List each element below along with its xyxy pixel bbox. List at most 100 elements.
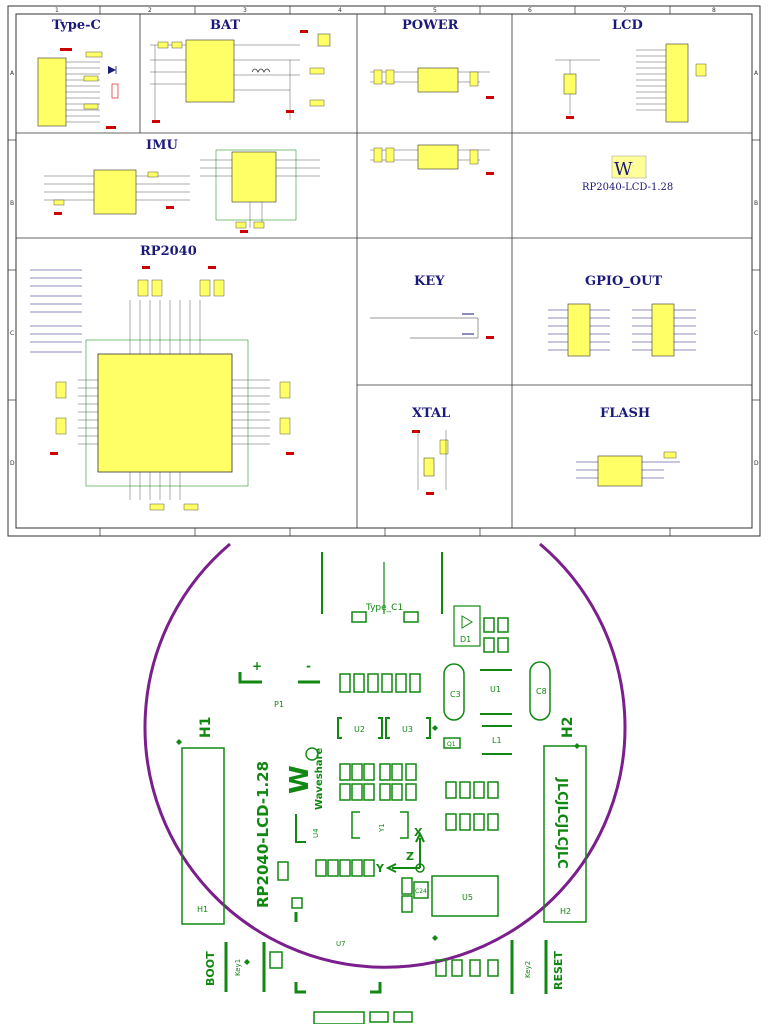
waveshare-logo-icon: W [285,747,319,794]
capacitor-row-top [339,673,421,693]
capacitor-row-bottom [435,959,499,977]
h1-top-label: H1 [198,717,214,738]
small-pad [291,897,303,909]
block-title-gpio-out: GPIO_OUT [585,274,662,289]
c3-capacitor: C3 [443,663,465,721]
c8-label: C8 [536,687,547,696]
battery-minus: - [306,659,311,673]
col-label: 7 [623,7,627,14]
row-label: D [10,460,15,467]
axis-y-label: Y [375,862,385,875]
d1-diode: D1 [453,605,509,653]
col-label: 3 [243,7,247,14]
row-label: D [754,460,759,467]
c23-capacitor [277,861,289,881]
battery-connector[interactable]: + - P1 [238,659,320,709]
u7-label: U7 [336,940,346,948]
boot-button[interactable]: BOOT Key1 [204,942,283,992]
col-label: 6 [528,7,532,14]
l1-inductor: L1 [482,725,512,755]
battery-ref: P1 [274,700,284,709]
bat-circuit [150,30,331,123]
col-label: 8 [712,7,716,14]
u5-label: U5 [462,893,473,902]
block-title-key: KEY [414,274,445,289]
y1-crystal: Y1 [351,811,409,839]
header-h1[interactable]: H1 H1 [181,717,225,925]
col-label: 1 [55,7,59,14]
typec-circuit [37,48,119,129]
block-title-rp2040: RP2040 [140,244,197,259]
schematic-sheet: 1 2 3 4 5 6 7 8 A B C D A B C D Type- [7,5,761,537]
block-dividers [16,14,752,528]
axis-z-label: Z [406,850,414,863]
col-label: 5 [433,7,437,14]
flash-circuit [576,451,680,487]
c3-label: C3 [450,690,461,699]
type-c-connector[interactable]: Type_C1 [321,552,443,623]
u4-chip: U4 [295,814,320,843]
imu-circuit [44,149,320,233]
u1-chip: U1 [480,669,512,715]
type-c-label: Type_C1 [365,603,403,613]
power-circuit [370,67,494,175]
row-label: B [10,200,14,207]
block-title-flash: FLASH [600,406,650,421]
key-circuit [370,313,494,339]
schematic-svg: 1 2 3 4 5 6 7 8 A B C D A B C D Type- [7,5,761,537]
h1-bottom-label: H1 [197,905,208,914]
fiducials [176,725,580,965]
sheet-inner-frame [15,13,753,529]
u2-chip: U2 [337,717,383,739]
svg-text:W: W [285,765,315,794]
block-title-typec: Type-C [52,18,101,33]
waveshare-logo-box [611,155,647,179]
board-outline [143,542,627,969]
capacitor-cluster-middle [339,763,499,831]
d1-label: D1 [460,635,471,644]
boot-label: BOOT [204,951,217,986]
h2-bottom-label: H2 [560,907,571,916]
l1-label: L1 [492,736,502,745]
u3-chip: U3 [385,717,431,739]
col-label: 2 [148,7,152,14]
lcd-circuit [555,43,707,123]
col-label: 4 [338,7,342,14]
header-h2[interactable]: H2 H2 JLCJLCJLCJLC [543,717,587,923]
row-label: A [10,70,15,77]
reset-button[interactable]: RESET Key2 [510,940,565,994]
block-title-xtal: XTAL [412,406,450,421]
u4-label: U4 [312,828,320,838]
key2-label: Key2 [524,961,532,978]
axis-x-label: X [414,826,423,839]
schematic-board-name: RP2040-LCD-1.28 [582,182,673,193]
rp2040-circuit [30,266,294,511]
key1-label: Key1 [234,959,242,976]
waveshare-logo: W [614,159,633,180]
block-title-lcd: LCD [612,18,643,33]
imu-axis-indicator: X Y Z [375,826,425,875]
bottom-parts [313,1011,413,1024]
capacitor-cluster-imu [315,859,413,913]
pcb-view: Type_C1 D1 + - P1 C3 [0,542,768,1024]
u3-label: U3 [402,725,413,734]
pcb-board-name: RP2040-LCD-1.28 [254,761,272,908]
pcb-svg: Type_C1 D1 + - P1 C3 [143,542,627,1024]
gpio-out-circuit [548,303,696,357]
sheet-frame [7,5,761,537]
battery-plus: + [252,659,262,673]
h2-top-label: H2 [560,717,576,738]
u1-label: U1 [490,685,501,694]
pcb-brand: Waveshare [314,748,325,810]
c24-capacitor: C24 [413,881,429,899]
jlc-text: JLCJLCJLCJLC [554,777,569,869]
reset-label: RESET [552,951,565,990]
block-title-bat: BAT [210,18,240,33]
row-label: B [754,200,758,207]
block-title-imu: IMU [146,138,178,153]
q1-label: Q1 [447,741,456,748]
u2-label: U2 [354,725,365,734]
row-label: A [754,70,759,77]
row-label: C [10,330,14,337]
c24-label: C24 [415,888,427,895]
